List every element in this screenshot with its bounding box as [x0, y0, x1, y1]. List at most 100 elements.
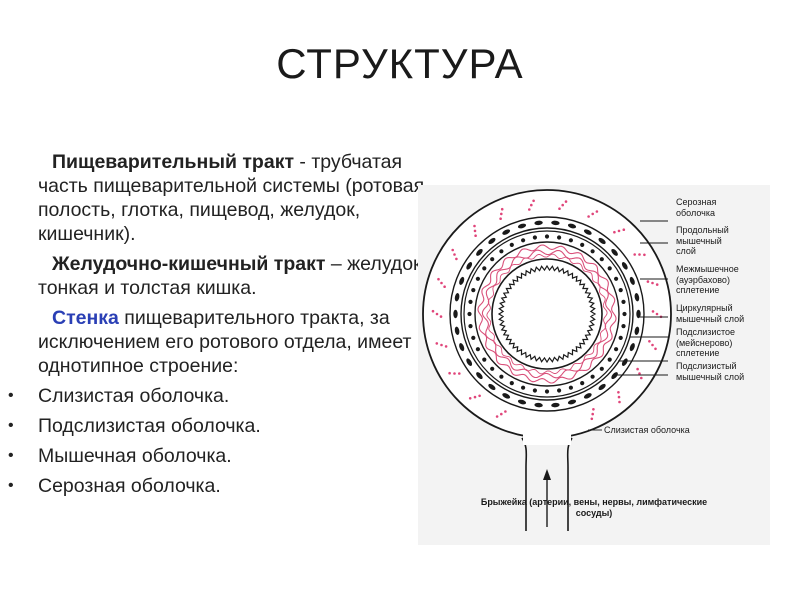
longitudinal-muscle-fiber	[517, 399, 527, 405]
serosa-vessel-dot	[655, 283, 659, 286]
serosa-vessel-dot	[443, 285, 446, 288]
slide-title: СТРУКТУРА	[276, 40, 524, 87]
circular-muscle-fiber	[618, 288, 623, 293]
serosa-vessel-dot	[558, 207, 561, 210]
serosa-vessel-dot	[440, 343, 443, 347]
longitudinal-muscle-fiber	[459, 343, 465, 352]
longitudinal-muscle-fiber	[459, 276, 465, 285]
list-item: •Серозная оболочка.	[8, 475, 221, 497]
longitudinal-muscle-fiber	[621, 358, 628, 366]
serosa-vessel-dot	[439, 315, 443, 318]
cross-section-diagram	[422, 189, 672, 531]
submucosa-vessel-wave	[486, 253, 608, 375]
bullet-icon: •	[8, 387, 14, 404]
mesentery-arrow-head-icon	[543, 469, 551, 480]
circular-muscle-fiber	[621, 299, 626, 304]
circular-muscle-fiber	[557, 388, 562, 393]
longitudinal-muscle-fiber	[466, 358, 473, 366]
longitudinal-muscle-fiber	[476, 248, 483, 256]
serosa-vessel-dot	[500, 207, 504, 211]
longitudinal-muscle-fiber	[634, 293, 640, 302]
circular-muscle-fiber	[471, 288, 476, 293]
circular-muscle-fiber	[468, 299, 473, 304]
circular-muscle-fiber	[499, 374, 504, 379]
mucosa-villi-edge	[497, 264, 597, 364]
serosa-vessel-dot	[453, 253, 456, 256]
circular-muscle-fiber	[499, 249, 504, 254]
longitudinal-muscle-fiber	[636, 309, 641, 319]
circular-muscle-fiber	[607, 357, 612, 362]
serosa-vessel-dot	[478, 394, 481, 398]
circular-muscle-fiber	[544, 234, 550, 239]
longitudinal-muscle-fiber	[621, 262, 628, 270]
serosa-vessel-dot	[638, 372, 641, 375]
longitudinal-muscle-fiber	[476, 372, 483, 380]
list-item: •Подслизистая оболочка.	[8, 415, 261, 437]
serosa-vessel-dot	[431, 309, 435, 313]
longitudinal-muscle-fiber	[551, 220, 560, 226]
submucosa-vessel-wave	[481, 249, 613, 379]
bullet-icon: •	[8, 477, 14, 494]
longitudinal-muscle-fiber	[534, 220, 543, 226]
longitudinal-muscle-fiber	[611, 372, 618, 380]
circular-muscle-fiber	[568, 385, 573, 390]
serosa-vessel-dot	[500, 212, 503, 216]
label-submucosal-muscle: Подслизистый мышечный слой	[676, 361, 745, 382]
serosa-vessel-dot	[618, 400, 621, 404]
serosa-vessel-dot	[530, 203, 533, 207]
serosa-vessel-dot	[622, 228, 626, 231]
circular-muscle-fiber	[580, 381, 585, 386]
serosa-vessel-dot	[528, 208, 531, 211]
circular-muscle-fiber	[521, 238, 526, 243]
longitudinal-muscle-fiber	[583, 229, 592, 235]
definition-wall: пищеварительного тракта, за исключением …	[38, 307, 412, 377]
longitudinal-muscle-fiber	[502, 229, 511, 235]
mesentery-gap	[523, 425, 571, 445]
longitudinal-muscle-fiber	[551, 402, 560, 408]
serosa-vessel-dot	[651, 310, 655, 313]
muscularis-mucosae-ring	[491, 258, 603, 370]
gut-wall-cross-section-figure: Серозная оболочка Продольный мышечный сл…	[418, 185, 770, 545]
circular-muscle-fiber	[471, 335, 476, 340]
serosa-vessel-dot	[440, 281, 443, 285]
longitudinal-muscle-fiber	[453, 309, 458, 319]
circular-muscle-fiber	[590, 374, 595, 379]
serosa-vessel-dot	[435, 342, 439, 345]
circular-muscle-fiber	[614, 276, 619, 281]
longitudinal-muscle-fiber	[567, 223, 577, 229]
paragraph-wall: Стенка пищеварительного тракта, за исклю…	[38, 306, 428, 378]
serosa-vessel-dot	[633, 253, 636, 256]
serosa-vessel-dot	[651, 281, 654, 285]
circular-muscle-fiber	[607, 266, 612, 271]
serosa-vessel-dot	[444, 345, 448, 348]
serosa-vessel-dot	[655, 312, 659, 316]
serosa-vessel-dot	[474, 234, 477, 237]
longitudinal-muscle-fiber	[534, 402, 543, 408]
circular-muscle-fiber	[467, 311, 472, 317]
circular-muscle-fiber	[622, 311, 627, 317]
bullet-icon: •	[8, 417, 14, 434]
longitudinal-muscle-fiber	[629, 343, 635, 352]
circular-muscle-fiber	[475, 347, 480, 352]
circular-muscle-band-line	[463, 230, 631, 398]
definition-digestive-tract: - трубчатая часть пищеварительной систем…	[38, 151, 425, 245]
serosa-vessel-dot	[591, 412, 594, 416]
circular-muscle-fiber	[475, 276, 480, 281]
circular-muscle-fiber	[532, 235, 537, 240]
longitudinal-muscle-fiber	[598, 383, 606, 391]
longitudinal-muscle-fiber	[583, 393, 592, 399]
serosa-vessel-dot	[532, 199, 535, 203]
serosa-vessel-dot	[646, 280, 650, 283]
serosa-vessel-dot	[437, 277, 440, 281]
label-longitudinal-muscle: Продольный мышечный слой	[676, 225, 729, 256]
serosa-vessel-dot	[651, 343, 654, 347]
serosa-vessel-dot	[473, 224, 476, 228]
circular-muscle-fiber	[482, 266, 487, 271]
circular-muscle-fiber	[490, 366, 495, 371]
serosa-vessel-dot	[617, 391, 620, 394]
serosa-vessel-dot	[500, 412, 503, 416]
label-mesentery: Брыжейка (артерии, вены, нервы, лимфатич…	[480, 497, 708, 518]
circular-muscle-fiber	[468, 324, 473, 329]
circular-muscle-fiber	[544, 389, 550, 394]
serosa-vessel-dot	[643, 253, 646, 257]
